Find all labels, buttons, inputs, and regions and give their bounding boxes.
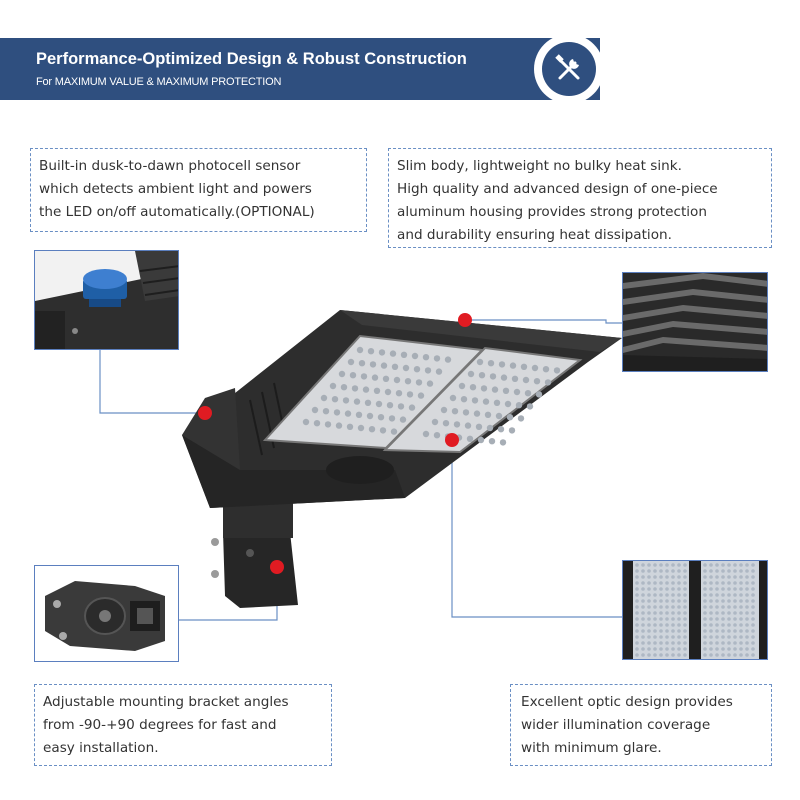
photocell-inset-image: [34, 250, 179, 350]
bracket-line: Adjustable mounting bracket angles: [43, 694, 289, 710]
optic-note: Excellent optic design provides wider il…: [510, 684, 772, 766]
header-banner: Performance-Optimized Design & Robust Co…: [0, 38, 600, 100]
banner-title: Performance-Optimized Design & Robust Co…: [36, 50, 467, 68]
photocell-note: Built-in dusk-to-dawn photocell sensor w…: [30, 148, 367, 232]
photocell-line: the LED on/off automatically.(OPTIONAL): [39, 204, 315, 220]
banner-subtitle: For MAXIMUM VALUE & MAXIMUM PROTECTION: [36, 76, 282, 88]
bracket-inset-image: [34, 565, 179, 662]
housing-line: Slim body, lightweight no bulky heat sin…: [397, 158, 682, 174]
photocell-line: Built-in dusk-to-dawn photocell sensor: [39, 158, 301, 174]
housing-note: Slim body, lightweight no bulky heat sin…: [388, 148, 772, 248]
optic-line: with minimum glare.: [521, 740, 662, 756]
housing-line: and durability ensuring heat dissipation…: [397, 227, 672, 243]
optic-line: wider illumination coverage: [521, 717, 711, 733]
bracket-note: Adjustable mounting bracket angles from …: [34, 684, 332, 766]
bracket-line: easy installation.: [43, 740, 159, 756]
housing-line: aluminum housing provides strong protect…: [397, 204, 707, 220]
tools-icon: [555, 54, 580, 80]
tools-badge: [534, 34, 604, 104]
bracket-line: from -90-+90 degrees for fast and: [43, 717, 277, 733]
optic-inset-image: [622, 560, 768, 660]
optic-line: Excellent optic design provides: [521, 694, 733, 710]
heatsink-inset-image: [622, 272, 768, 372]
housing-line: High quality and advanced design of one-…: [397, 181, 718, 197]
photocell-line: which detects ambient light and powers: [39, 181, 312, 197]
led-chips: [302, 346, 561, 446]
